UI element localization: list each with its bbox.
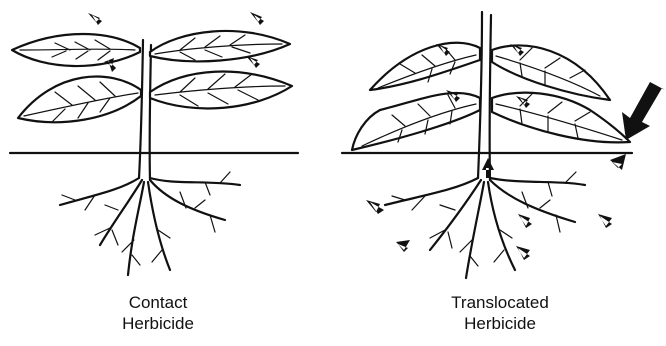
contact-stem-edge [150, 45, 151, 180]
contact-caption-line-1: Contact [88, 292, 228, 313]
translocated-large-spray-arrow [622, 82, 665, 140]
translocated-herbicide-caption: Translocated Herbicide [425, 292, 575, 334]
contact-stem [139, 40, 143, 178]
contact-plant [10, 12, 298, 275]
translocated-arrow-root-4 [598, 214, 612, 228]
translocated-caption-line-1: Translocated [425, 292, 575, 313]
translocated-caption-line-2: Herbicide [425, 313, 575, 334]
translocated-leaf-upper-left [370, 43, 480, 90]
contact-arrow-2 [250, 12, 264, 25]
contact-root-hairs [62, 172, 230, 265]
translocated-arrow-root-5 [516, 246, 530, 260]
translocated-arrow-ground-right [610, 154, 626, 170]
contact-arrow-4 [246, 56, 260, 68]
translocated-stem-edge [490, 15, 491, 180]
translocated-arrow-root-1 [366, 200, 384, 214]
contact-herbicide-caption: Contact Herbicide [88, 292, 228, 334]
contact-arrow-1 [88, 13, 102, 25]
contact-caption-line-2: Herbicide [88, 313, 228, 334]
translocated-arrow-root-3 [518, 214, 532, 228]
translocated-arrow-stem-down [482, 158, 494, 178]
translocated-roots [385, 178, 585, 278]
translocated-plant [342, 12, 665, 278]
translocated-arrow-root-2 [396, 240, 410, 252]
